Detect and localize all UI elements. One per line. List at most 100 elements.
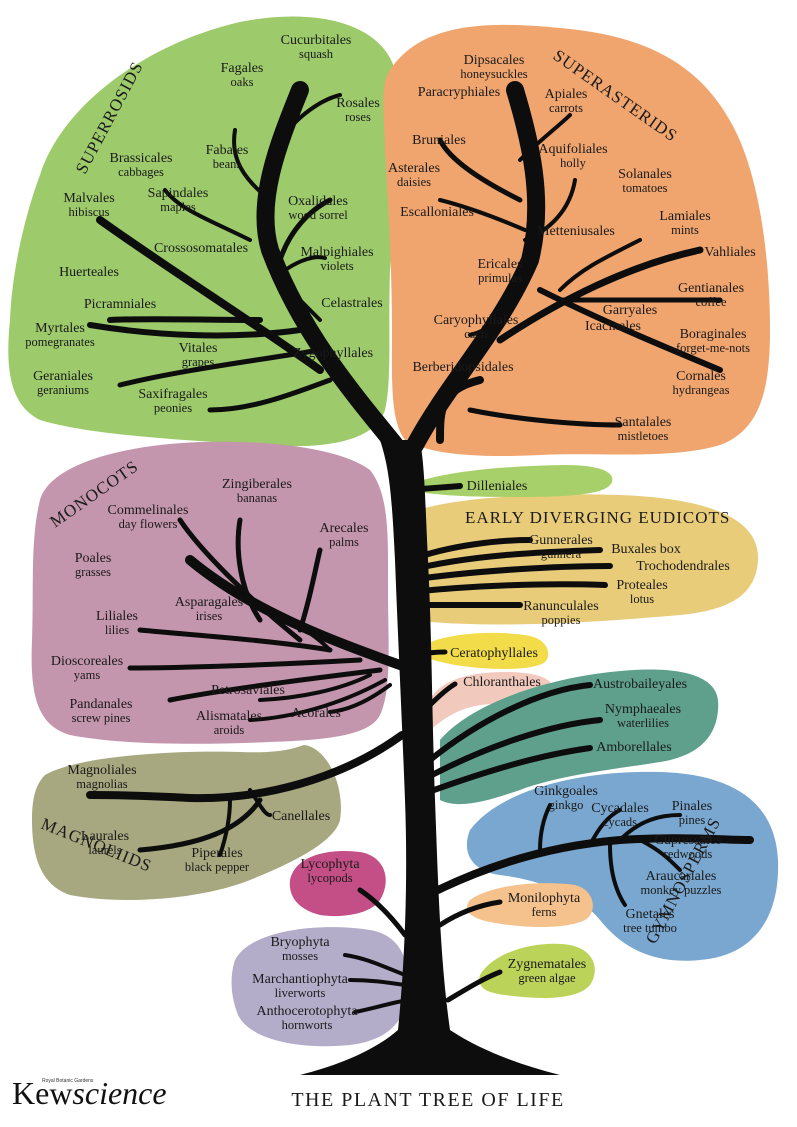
monocots-side-9	[328, 683, 392, 714]
taxon-label-canellales: Canellales	[272, 809, 330, 824]
gymnosperms-side-4	[638, 838, 682, 872]
superasterids-side-1	[436, 376, 484, 444]
taxon-label-ceratophyllales: Ceratophyllales	[450, 646, 538, 661]
taxon-label-icacinales: Icacinales	[585, 319, 641, 334]
magnoliids-side-3	[248, 788, 272, 817]
eudicot-branch-2	[407, 547, 603, 573]
lycophyta-blob	[289, 850, 386, 917]
superrosids-side-6	[277, 197, 333, 263]
monocots-side-3	[127, 657, 363, 671]
taxon-label-amborellales: Amborellales	[596, 740, 671, 755]
superasterids-side-7	[438, 198, 527, 232]
dilleniales-branch	[407, 483, 463, 493]
eudicot-branch-1	[407, 537, 533, 563]
taxon-label-bruniales: Bruniales	[412, 133, 466, 148]
superasterids-side-8	[518, 113, 572, 162]
taxon-label-buxales: Buxales box	[611, 542, 681, 557]
superasterids-side-2	[496, 246, 704, 344]
zygnematales-blob	[479, 943, 595, 998]
superasterids-side-10	[558, 238, 642, 292]
chloranthales-branch	[422, 681, 458, 713]
taxon-label-paracryphiales: Paracryphiales	[418, 85, 500, 100]
superrosids-side-11	[288, 288, 322, 322]
taxon-label-crossosomatales: Crossosomatales	[154, 241, 248, 256]
early-eudicots-blob	[398, 494, 759, 625]
poster-title: THE PLANT TREE OF LIFE	[291, 1089, 564, 1111]
monilophyta-blob	[466, 883, 593, 927]
superasterids-side-6	[437, 137, 523, 203]
taxon-label-vahliales: Vahliales	[704, 245, 755, 260]
superrosids-side-3	[87, 322, 303, 339]
taxon-label-picramniales: Picramniales	[84, 297, 156, 312]
ceratophyllales-blob	[419, 632, 549, 669]
magnoliids-side-2	[218, 798, 232, 857]
monocots-side-4	[167, 667, 383, 703]
early-eudicots-title: EARLY DIVERGING EUDICOTS	[465, 508, 730, 527]
magnoliids-main-branch	[86, 731, 406, 803]
magnoliids-blob	[32, 745, 341, 900]
taxon-label-escalloniales: Escalloniales	[400, 205, 474, 220]
taxon-label-huerteales: Huerteales	[59, 265, 119, 280]
bryophytes-branch-3	[353, 998, 410, 1014]
basal-angiosperm-branch-1	[427, 682, 593, 763]
superrosids-side-8	[273, 93, 342, 152]
logo-small-text: Royal Botanic Gardens	[42, 1078, 94, 1084]
eudicot-branch-3	[407, 563, 613, 583]
superrosids-side-5	[207, 377, 333, 413]
gymnosperms-side-5	[608, 843, 627, 907]
monocots-side-2	[137, 627, 333, 653]
superrosids-side-10	[163, 188, 252, 242]
ceratophyllales-branch	[415, 649, 448, 658]
bryophytes-blob	[231, 927, 409, 1047]
taxon-label-dilleniales: Dilleniales	[467, 479, 528, 494]
kew-science-logo: Kewscience	[12, 1075, 167, 1111]
footer: Royal Botanic Gardens Kewscience THE PLA…	[12, 1075, 564, 1111]
lycophyta-branch	[357, 887, 408, 938]
monilophyta-branch	[437, 899, 503, 928]
chloranthales-blob	[426, 672, 553, 730]
superrosids-side-1	[96, 216, 324, 374]
monocots-side-8	[258, 673, 372, 702]
magnoliids-side-1	[137, 797, 263, 853]
taxon-label-celastrales: Celastrales	[321, 296, 382, 311]
monocots-side-1	[177, 517, 303, 643]
superrosids-side-2	[107, 316, 263, 323]
